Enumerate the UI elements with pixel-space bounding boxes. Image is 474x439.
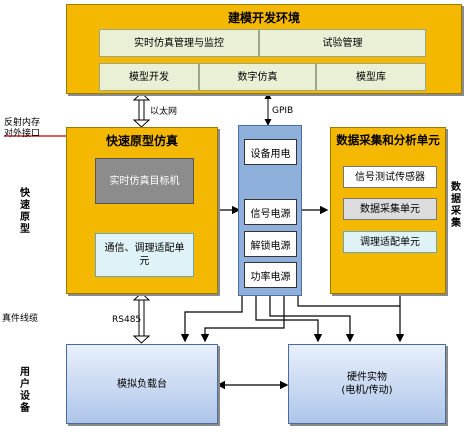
power-wiring xyxy=(180,296,405,343)
equipment-power[interactable]: 设备用电 xyxy=(244,139,297,165)
hardware-object[interactable]: 硬件实物 (电机/传动) xyxy=(288,344,446,424)
reflective-memory-label: 反射内存 对外接口 xyxy=(4,118,41,139)
simulated-load-table[interactable]: 模拟负载台 xyxy=(66,344,218,424)
signal-test-sensor[interactable]: 信号测试传感器 xyxy=(343,166,437,188)
daq-analysis-title: 数据采集和分析单元 xyxy=(336,133,440,147)
user-equipment-side-label: 用户设备 xyxy=(20,367,30,414)
gpib-label: GPIB xyxy=(272,106,294,116)
power-supply-column: 设备用电 信号电源 解锁电源 功率电源 xyxy=(238,125,302,296)
power-supply-power[interactable]: 功率电源 xyxy=(244,262,297,288)
data-acquisition-unit[interactable]: 数据采集单元 xyxy=(343,198,437,220)
modeling-environment-panel: 建模开发环境 实时仿真管理与监控 试验管理 模型开发 数字仿真 模型库 xyxy=(66,4,462,94)
data-acquisition-side-label: 数据采集 xyxy=(451,182,461,229)
test-management-cell[interactable]: 试验管理 xyxy=(259,29,426,57)
daq-analysis-panel: 数据采集和分析单元 信号测试传感器 数据采集单元 调理适配单元 xyxy=(330,127,446,294)
realtime-target-machine[interactable]: 实时仿真目标机 xyxy=(95,158,194,204)
digital-simulation-cell[interactable]: 数字仿真 xyxy=(199,63,316,91)
modeling-environment-title: 建模开发环境 xyxy=(227,11,300,25)
model-development-cell[interactable]: 模型开发 xyxy=(99,63,199,91)
conditioning-adapter-unit[interactable]: 调理适配单元 xyxy=(343,231,437,253)
rapid-prototype-side-label: 快速原型 xyxy=(20,188,30,235)
model-library-cell[interactable]: 模型库 xyxy=(316,63,426,91)
rs485-link xyxy=(132,292,151,344)
ethernet-label: 以太网 xyxy=(150,107,178,117)
real-cable-label: 真件线缆 xyxy=(2,314,39,324)
realtime-sim-monitor-cell[interactable]: 实时仿真管理与监控 xyxy=(99,29,259,57)
ethernet-link xyxy=(132,92,151,128)
unlock-power[interactable]: 解锁电源 xyxy=(244,231,297,257)
comm-conditioning-unit[interactable]: 通信、调理适配单元 xyxy=(95,233,194,277)
rapid-prototype-title: 快速原型仿真 xyxy=(105,134,178,148)
rs485-label: RS485 xyxy=(112,315,142,325)
signal-power[interactable]: 信号电源 xyxy=(244,199,297,225)
rapid-prototype-panel: 快速原型仿真 实时仿真目标机 通信、调理适配单元 xyxy=(66,127,218,294)
